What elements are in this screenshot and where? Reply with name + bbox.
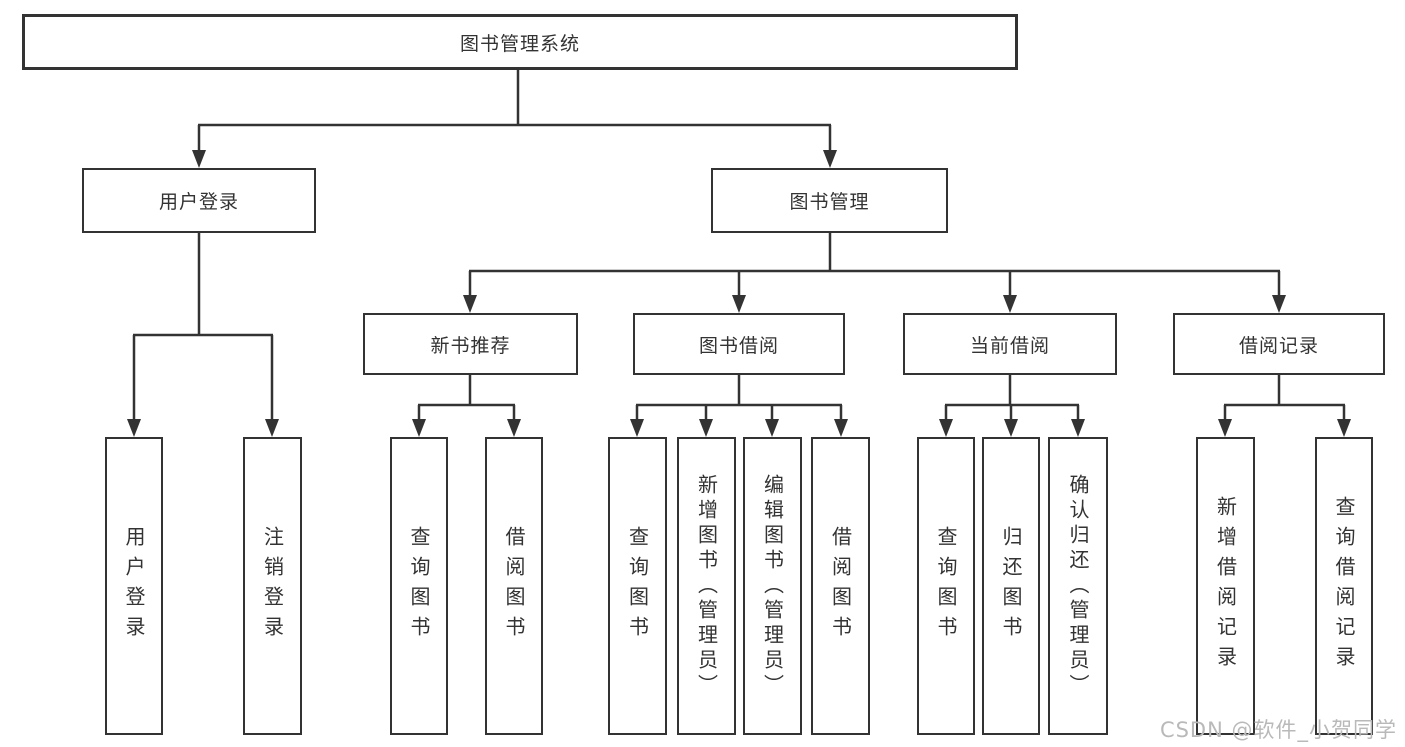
csdn-watermark: CSDN @软件_小贺同学	[1159, 718, 1397, 742]
node-library-system-root: 图书管理系统	[22, 14, 1018, 70]
leaf-return-book: 归还图书	[982, 437, 1040, 735]
arrowheads	[127, 150, 1351, 437]
leaf-user-login: 用户登录	[105, 437, 163, 735]
leaf-edit-book-admin: 编辑图书（管理员）	[743, 437, 802, 735]
leaf-confirm-return-admin: 确认归还（管理员）	[1048, 437, 1108, 735]
leaf-add-borrow-record: 新增借阅记录	[1196, 437, 1255, 735]
node-current-borrowing: 当前借阅	[903, 313, 1117, 375]
leaf-query-borrow-record: 查询借阅记录	[1315, 437, 1373, 735]
node-book-management: 图书管理	[711, 168, 948, 233]
leaf-borrow-book-rec: 借阅图书	[485, 437, 543, 735]
node-user-login: 用户登录	[82, 168, 316, 233]
node-book-borrowing: 图书借阅	[633, 313, 845, 375]
leaf-add-book-admin: 新增图书（管理员）	[677, 437, 736, 735]
leaf-borrow-book: 借阅图书	[811, 437, 870, 735]
leaf-query-book-current: 查询图书	[917, 437, 975, 735]
leaf-logout: 注销登录	[243, 437, 302, 735]
node-borrowing-records: 借阅记录	[1173, 313, 1385, 375]
leaf-query-book-rec: 查询图书	[390, 437, 448, 735]
node-new-book-recommendation: 新书推荐	[363, 313, 578, 375]
leaf-query-book-borrow: 查询图书	[608, 437, 667, 735]
